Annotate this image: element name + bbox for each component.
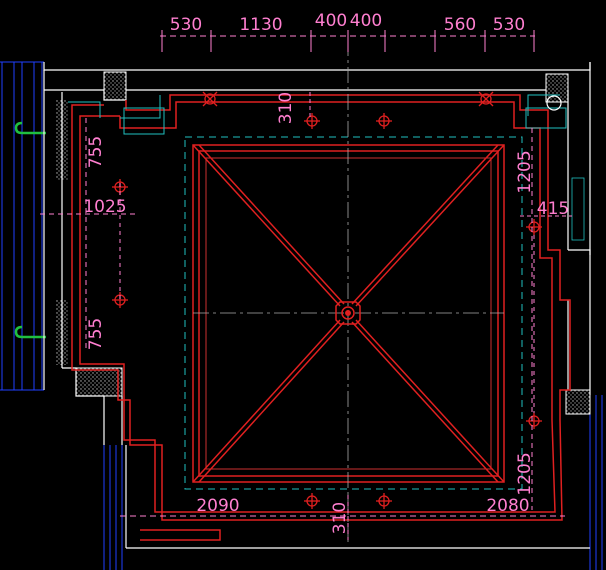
air-vent-icon (546, 95, 562, 111)
left-window (0, 61, 44, 391)
dim-top-1: 530 (170, 15, 202, 35)
ceiling-offset-lines (184, 136, 523, 490)
dim-left-lower: 755 (86, 318, 106, 350)
dimension-lines (40, 30, 572, 540)
pendant-light-icon (335, 301, 361, 325)
dim-bottom-inner: 310 (330, 502, 350, 534)
dim-bottom-left: 2090 (196, 496, 239, 516)
dim-top-6: 530 (493, 15, 525, 35)
bottom-window (103, 395, 603, 570)
dim-top-3: 400 (315, 11, 347, 31)
dimension-labels: 530 1130 400 400 560 530 310 310 755 755… (83, 11, 569, 534)
dim-right-span: 415 (537, 199, 569, 219)
dim-top-5: 560 (444, 15, 476, 35)
dim-right-lower: 1205 (515, 452, 535, 495)
dim-left-upper: 755 (86, 136, 106, 168)
dim-right-upper: 1205 (515, 150, 535, 193)
ceiling-perimeter (71, 94, 571, 541)
downlight-icon (112, 91, 542, 509)
dim-left-span: 1025 (83, 197, 126, 217)
dim-top-inner: 310 (276, 92, 296, 124)
dim-top-4: 400 (350, 11, 382, 31)
window-handle-icon (14, 121, 46, 339)
pyramid-ceiling (192, 144, 505, 483)
walls (43, 62, 591, 549)
dim-top-2: 1130 (239, 15, 282, 35)
dim-bottom-right: 2080 (486, 496, 529, 516)
column-hatch-icon (56, 71, 591, 415)
